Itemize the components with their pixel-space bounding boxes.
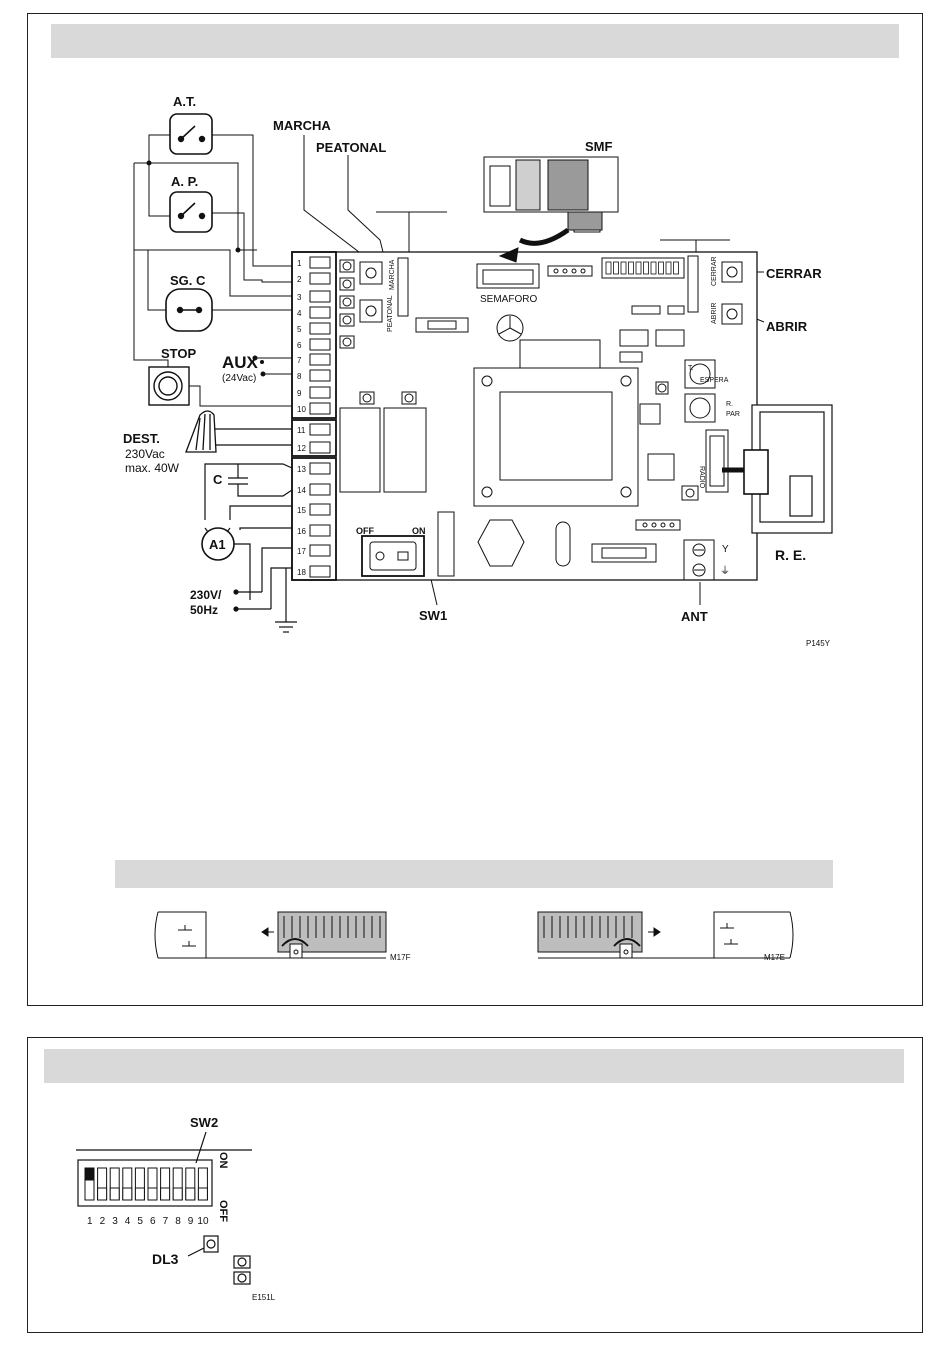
smf-module <box>484 157 618 262</box>
terminal-screw-4 <box>310 307 330 318</box>
label-sw1-off: OFF <box>356 526 374 536</box>
label-ant: ANT <box>681 609 708 624</box>
dip-number-2: 2 <box>100 1216 106 1227</box>
label-at: A.T. <box>173 94 196 109</box>
terminal-screw-5 <box>310 323 330 334</box>
terminal-number-1: 1 <box>297 259 302 268</box>
terminal-screw-15 <box>310 504 330 515</box>
label-espera: ESPERA <box>700 377 729 384</box>
terminal-screw-10 <box>310 403 330 414</box>
terminal-screw-12 <box>310 442 330 453</box>
terminal-screw-3 <box>310 291 330 302</box>
terminal-number-8: 8 <box>297 372 302 381</box>
sgc-safety-symbol <box>166 289 212 331</box>
dip-number-4: 4 <box>125 1216 131 1227</box>
label-dest: DEST. <box>123 431 160 446</box>
terminal-screw-1 <box>310 257 330 268</box>
label-semaforo: SEMAFORO <box>480 294 537 305</box>
label-capacitor: C <box>213 472 223 487</box>
dip-number-1: 1 <box>87 1216 93 1227</box>
terminal-screw-2 <box>310 273 330 284</box>
dip-number-10: 10 <box>197 1216 209 1227</box>
label-t: T. <box>688 365 694 372</box>
terminal-number-16: 16 <box>297 527 306 536</box>
terminal-number-3: 3 <box>297 293 302 302</box>
label-dest-power: max. 40W <box>125 461 180 475</box>
label-sw2: SW2 <box>190 1115 218 1130</box>
label-dip-off: OFF <box>217 1200 229 1222</box>
dip-number-6: 6 <box>150 1216 156 1227</box>
label-stop: STOP <box>161 346 196 361</box>
label-dip-on: ON <box>217 1152 229 1169</box>
ap-button-symbol <box>170 192 212 232</box>
terminal-screw-7 <box>310 354 330 365</box>
terminal-number-10: 10 <box>297 405 306 414</box>
input-wiring <box>134 135 292 406</box>
terminal-screw-6 <box>310 339 330 350</box>
label-dest-voltage: 230Vac <box>125 447 165 461</box>
diagram-2-right-code: M17E <box>764 953 785 962</box>
terminal-number-13: 13 <box>297 465 306 474</box>
dip-number-8: 8 <box>175 1216 181 1227</box>
terminal-number-15: 15 <box>297 506 306 515</box>
terminal-screw-9 <box>310 387 330 398</box>
label-peatonal: PEATONAL <box>316 140 386 155</box>
label-smf: SMF <box>585 139 613 154</box>
terminal-number-6: 6 <box>297 341 302 350</box>
terminal-number-12: 12 <box>297 444 306 453</box>
label-sw1: SW1 <box>419 608 447 623</box>
label-aux: AUX <box>222 353 259 372</box>
label-ap: A. P. <box>171 174 198 189</box>
label-dl3: DL3 <box>152 1251 179 1267</box>
dip-number-5: 5 <box>137 1216 143 1227</box>
antenna-icon: Y <box>722 544 729 555</box>
terminal-number-2: 2 <box>297 275 302 284</box>
label-marcha: MARCHA <box>273 118 331 133</box>
terminal-number-17: 17 <box>297 547 306 556</box>
label-cerrar: CERRAR <box>766 266 822 281</box>
terminal-number-9: 9 <box>297 389 302 398</box>
terminal-screw-8 <box>310 370 330 381</box>
label-abrir-vertical: ABRIR <box>711 303 718 324</box>
label-peatonal-vertical: PEATONAL <box>387 295 394 332</box>
terminal-screw-17 <box>310 545 330 556</box>
diagram-1-code: P145Y <box>806 639 831 648</box>
label-sw1-on: ON <box>412 526 426 536</box>
terminal-screw-11 <box>310 424 330 435</box>
label-radio-receiver: R. E. <box>775 547 806 563</box>
label-r: R. <box>726 401 733 408</box>
dip-number-9: 9 <box>188 1216 194 1227</box>
terminal-number-18: 18 <box>297 568 306 577</box>
ground-icon: ⏚ <box>720 565 730 577</box>
flashing-lamp-symbol <box>186 411 292 452</box>
terminal-number-7: 7 <box>297 356 302 365</box>
at-button-symbol <box>170 114 212 154</box>
terminal-number-14: 14 <box>297 486 306 495</box>
terminal-screw-16 <box>310 525 330 536</box>
terminal-number-5: 5 <box>297 325 302 334</box>
label-abrir: ABRIR <box>766 319 808 334</box>
dip-number-7: 7 <box>163 1216 169 1227</box>
label-cerrar-vertical: CERRAR <box>711 256 718 286</box>
terminal-screw-18 <box>310 566 330 577</box>
label-radio-vertical: RADIO <box>698 466 705 489</box>
label-aux-voltage: (24Vac) <box>222 373 256 384</box>
label-mains-voltage: 230V/ <box>190 588 222 602</box>
terminal-screw-14 <box>310 484 330 495</box>
diagram-2-left-code: M17F <box>390 953 411 962</box>
terminal-number-4: 4 <box>297 309 302 318</box>
diagram-3-code: E151L <box>252 1293 276 1302</box>
stop-button-symbol <box>149 367 189 405</box>
label-par: PAR <box>726 411 740 418</box>
terminal-number-11: 11 <box>297 426 306 435</box>
label-mains-frequency: 50Hz <box>190 603 218 617</box>
terminal-screw-13 <box>310 463 330 474</box>
label-sgc: SG. C <box>170 273 206 288</box>
label-marcha-vertical: MARCHA <box>389 259 396 290</box>
dip-number-3: 3 <box>112 1216 118 1227</box>
limit-switch-right <box>538 912 793 958</box>
limit-switch-left <box>155 912 386 958</box>
label-motor: A1 <box>209 537 226 552</box>
